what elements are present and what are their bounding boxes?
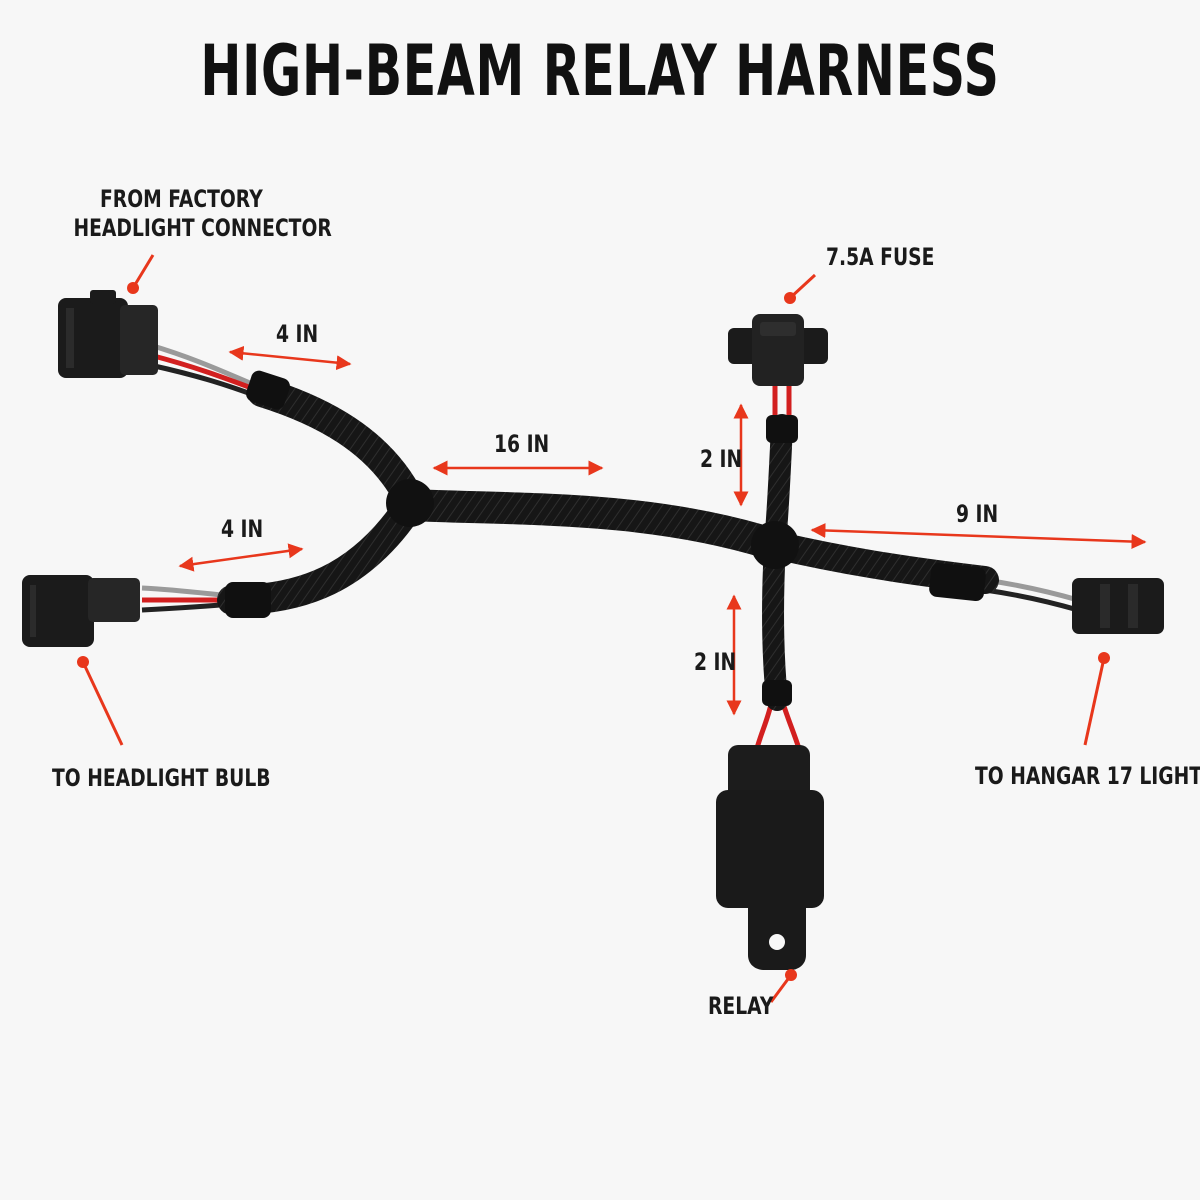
- factory-connector-label: FROM FACTORY HEADLIGHT CONNECTOR: [73, 185, 332, 242]
- fuse-label: 7.5A FUSE: [826, 243, 935, 271]
- dim-fuse-branch-label: 2 IN: [700, 445, 743, 473]
- headlight-bulb-label: TO HEADLIGHT BULB: [52, 764, 271, 792]
- dimension-arrows: [178, 345, 1147, 716]
- braided-harness: [217, 370, 999, 711]
- dim-upper-left-label: 4 IN: [276, 320, 319, 348]
- dim-relay-branch-label: 2 IN: [694, 648, 737, 676]
- factory-headlight-connector: [58, 290, 158, 378]
- page-title: HIGH-BEAM RELAY HARNESS: [200, 30, 1000, 112]
- relay-label: RELAY: [708, 992, 774, 1020]
- dim-right-branch-label: 9 IN: [956, 500, 999, 528]
- dim-arrow-right-branch: [810, 522, 1147, 550]
- hangar-light-connector: [1072, 578, 1164, 634]
- headlight-bulb-connector: [22, 575, 140, 647]
- dim-trunk-label: 16 IN: [494, 430, 550, 458]
- dim-lower-left-label: 4 IN: [221, 515, 264, 543]
- fuse-holder: [728, 314, 828, 386]
- dim-arrow-lower-left: [178, 543, 304, 572]
- dim-arrow-upper-left: [228, 345, 352, 371]
- callout-leaders: [77, 254, 1110, 1003]
- relay-body: [716, 745, 824, 970]
- hangar-light-label: TO HANGAR 17 LIGHT: [975, 762, 1200, 790]
